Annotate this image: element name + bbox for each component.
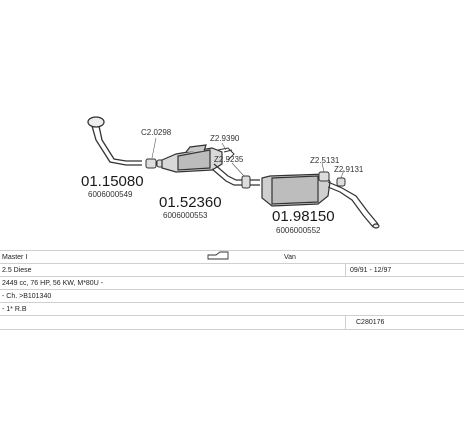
clamp-z2-9235-part	[241, 175, 251, 189]
leader-lines	[151, 137, 345, 179]
middle-number: 01.52360	[159, 194, 222, 211]
table-row: 2449 cc, 76 HP, 56 KW, M*80U -	[0, 276, 464, 290]
middle-ref: 6006000553	[163, 211, 208, 220]
table-row: Master I Van	[0, 250, 464, 264]
table-row: C280176	[0, 315, 464, 330]
clamp-c2-part	[145, 158, 165, 169]
chassis-note: - Ch. >B101340	[2, 293, 52, 300]
tail-pipe	[327, 181, 380, 229]
engine-spec: 2449 cc, 76 HP, 56 KW, M*80U -	[2, 280, 104, 287]
front-pipe-number: 01.15080	[81, 173, 144, 190]
body-type: Van	[284, 254, 296, 261]
gasket-z2-9390	[217, 147, 235, 161]
extra-note: - 1* R.B	[2, 306, 27, 313]
production-years: 09/91 - 12/97	[350, 267, 392, 274]
label-z2-9390: Z2.9390	[210, 134, 240, 143]
front-pipe-ref: 6006000549	[88, 190, 133, 199]
label-z2-9235: Z2.9235	[214, 155, 244, 164]
vehicle-name: Master I	[2, 254, 28, 261]
label-z2-5131: Z2.5131	[310, 156, 340, 165]
label-c2-0298: C2.0298	[141, 128, 172, 137]
rear-ref: 6006000552	[276, 226, 321, 235]
table-row: - 1* R.B	[0, 302, 464, 316]
rear-number: 01.98150	[272, 208, 335, 225]
exhaust-system-diagram: C2.0298 Z2.9390 Z2.9235 Z2.5131 Z2.9131 …	[81, 116, 380, 235]
catalog-code: C280176	[356, 319, 385, 326]
table-row: - Ch. >B101340	[0, 289, 464, 303]
table-row: 2.5 Diese 09/91 - 12/97	[0, 263, 464, 277]
rear-muffler	[261, 173, 331, 207]
front-pipe	[87, 116, 142, 166]
engine: 2.5 Diese	[2, 267, 32, 274]
label-z2-9131: Z2.9131	[334, 165, 364, 174]
van-icon	[206, 251, 236, 264]
vehicle-info-table: Master I Van 2.5 Diese 09/91 - 12/97 244…	[0, 250, 464, 330]
catalytic-converter	[161, 144, 223, 173]
hanger-z2-9131-part	[336, 177, 346, 187]
hanger-z2-5131-part	[318, 171, 330, 182]
